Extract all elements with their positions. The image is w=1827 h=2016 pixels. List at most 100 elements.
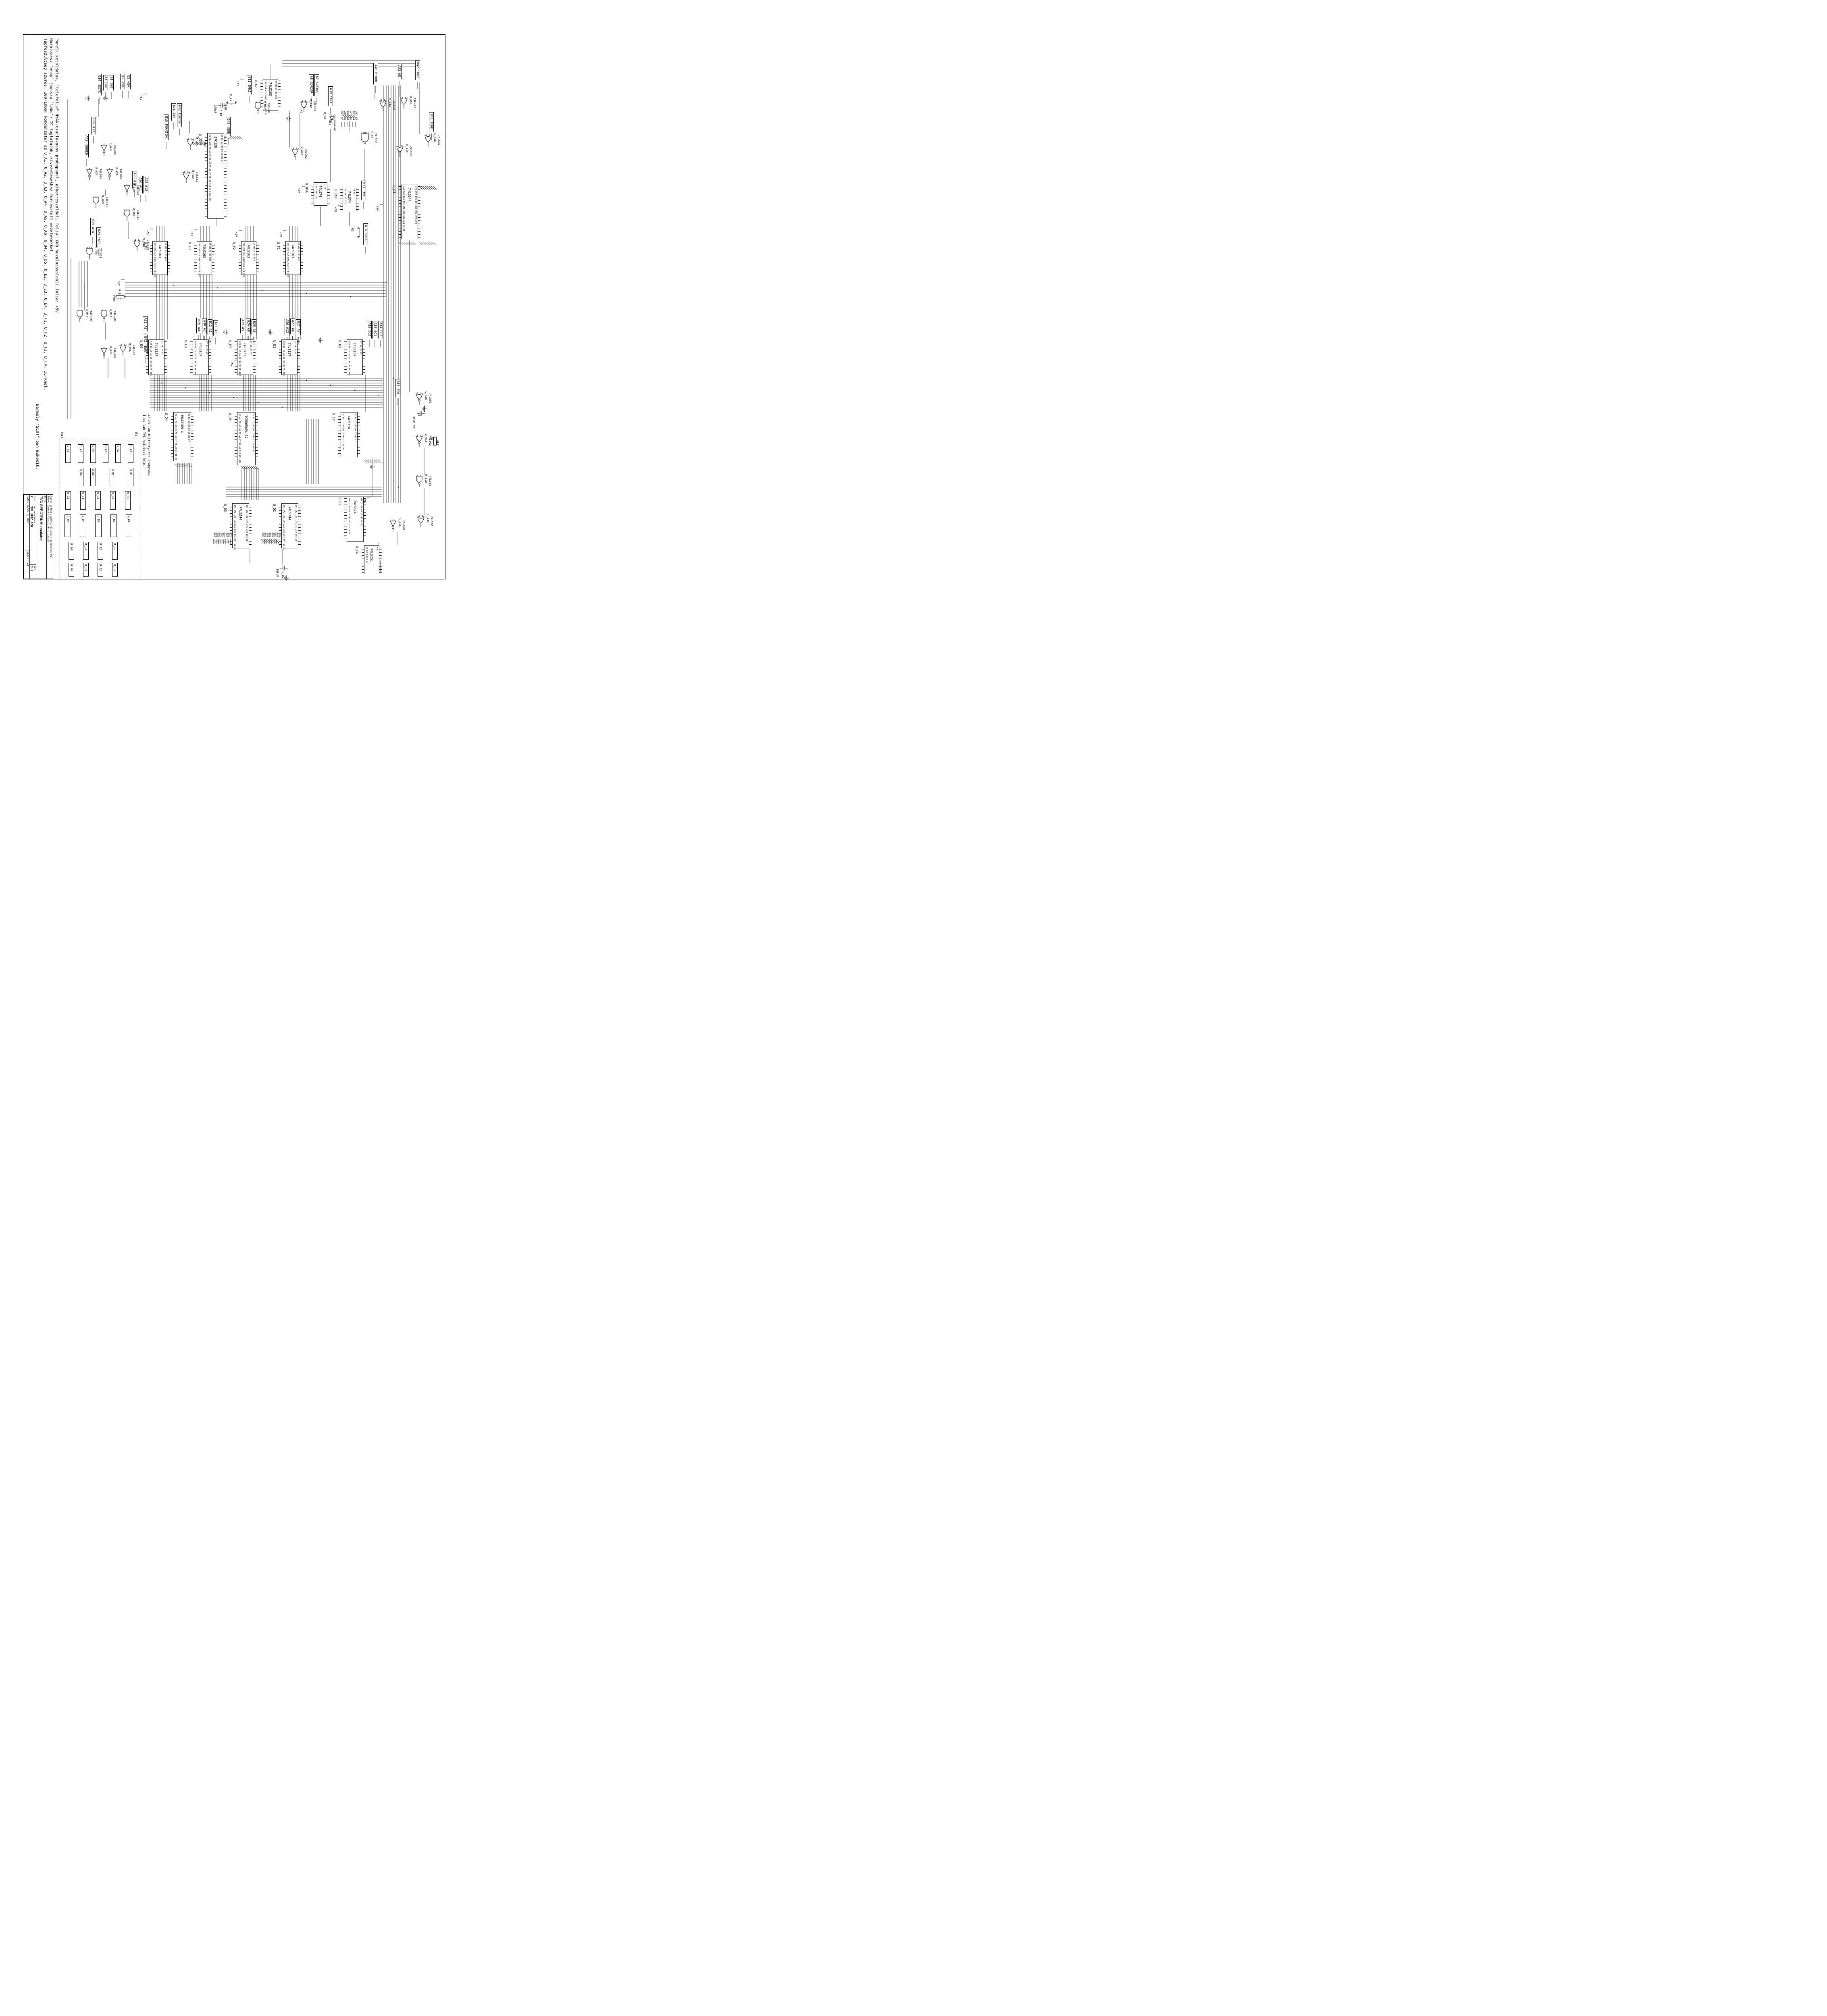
power-5v-label: +5V xyxy=(117,281,121,286)
gate-u-a6c xyxy=(122,209,132,223)
board-ic-u-b2 xyxy=(110,468,115,486)
title-block: Rajz: Csontos Andras Ellenor: Sebestyen … xyxy=(23,494,53,579)
power-5v-label: +5V xyxy=(279,232,282,237)
stack-label-bd7: !BD7 xyxy=(278,531,281,537)
gate-ref-u-a5d: U_A5D xyxy=(191,170,195,179)
flag-label: A38 !INT xyxy=(329,88,333,104)
ic-pin-ticks-left xyxy=(344,341,347,373)
ic-ref-u-e4: U_E4 xyxy=(139,340,143,348)
flag-label: B28 A6 xyxy=(252,321,256,333)
board-ic-u-a2 xyxy=(115,444,121,463)
power-5v-label: +5V xyxy=(203,142,206,147)
flag-a42-brfsh: A42 !BRFSH xyxy=(177,103,182,129)
label-c-b1: C_B1 xyxy=(219,110,222,117)
capacitor-c1 xyxy=(417,410,425,417)
board-ic-label-u-f1: U_F1 xyxy=(113,564,117,571)
gate-ref-u-a3d: U_A3D xyxy=(132,183,135,192)
board-ic-u-e1 xyxy=(112,542,118,560)
gate-ref-u-a4b: U_A4B xyxy=(142,238,146,247)
nor-gate-icon xyxy=(416,435,423,447)
resistor-r-b1-1 xyxy=(114,293,126,300)
board-ic-label-u-f4: U_F4 xyxy=(70,564,73,571)
flag-label: A14 EC2 xyxy=(379,323,383,336)
flag-label: B11 6MHZ xyxy=(248,77,251,92)
gate-u-a1b xyxy=(414,435,424,448)
board-ic-label-u-e3: U_E3 xyxy=(84,543,87,550)
ic-part-u-f1: 74LS163 xyxy=(291,244,295,258)
label-30uf-6v: 30uF 6V xyxy=(412,416,415,428)
gate-ref-u-b1a: U_B1A xyxy=(109,309,112,318)
gnd-icon xyxy=(85,95,90,103)
ic-pin-ticks-left xyxy=(344,498,347,540)
flag-a16-sound: A16 SOUND xyxy=(363,223,368,247)
ic-pin-ticks-left xyxy=(146,341,148,373)
flag-b11-6mhz: B11 6MHZ xyxy=(247,75,252,97)
flag-b29-a4: B29 A4 xyxy=(196,318,201,335)
flag-label: B43 !BRD xyxy=(430,114,433,129)
flag-b25-a14: B25 A14 xyxy=(90,218,95,237)
ic-u-f3 xyxy=(197,241,212,275)
ic-u-d1 xyxy=(207,133,224,219)
ic-pin-ticks-right xyxy=(209,341,211,373)
ic-pin-ticks-right xyxy=(356,190,359,210)
resistor-r1-icon xyxy=(433,435,437,447)
inv-gate-icon xyxy=(390,519,396,531)
board-ic-u-e4 xyxy=(69,542,74,560)
board-ic-label-u-f2: U_F2 xyxy=(99,564,102,571)
tb-rev-cell: REV 2.1 xyxy=(30,565,36,579)
board-ic-label-u-d1: U_D1 xyxy=(127,516,131,523)
ic-pins-left-u-d3: 1A1 1A2 1A3 1A4 2A1 2A2 2A3 2A4 1G 2G xyxy=(233,505,236,550)
gnd-icon xyxy=(318,337,323,345)
ic-pins-left-u-e3: A/B 1A 1B 2A 2B 3A 3B 4A 4B G xyxy=(194,341,196,377)
power-5v-label: +5V xyxy=(298,188,301,193)
flag-label: B14 !EXTC xyxy=(98,75,101,93)
inv-gate-icon xyxy=(106,168,113,180)
ic-pins-left-u-e4: A/B 1A 1B 2A 2B 3A 3B 4A 4B G xyxy=(150,341,152,377)
gate-part-u-a6c: 74LS11 xyxy=(136,210,139,220)
ic-pins-left-u-a2: ENP ENT CLK LOAD CLR A B C D xyxy=(264,81,266,115)
gate-part-u-a3b: 74LS04 xyxy=(119,169,122,179)
stack-label-b31-a4: B31 A4 xyxy=(352,111,355,120)
gate-u-a3b xyxy=(105,168,114,181)
flag-label: A26 A12 xyxy=(285,319,289,333)
ic-u-d4 xyxy=(173,412,191,461)
gate-part-u-b1b: 74LS38 xyxy=(429,476,432,486)
flag-label: B29 A4 xyxy=(197,319,201,331)
ic-pin-ticks-right xyxy=(253,341,256,373)
ic-pin-ticks-left xyxy=(230,505,232,547)
capacitor-c1-icon xyxy=(417,411,425,416)
ic-part-u-f2: 74LS163 xyxy=(247,244,250,258)
ic-ref-u-f1: U_F1 xyxy=(277,242,280,250)
ic-ref-u-b4b: U_B4B xyxy=(334,189,337,199)
flag-b28-a6: B28 A6 xyxy=(252,319,256,337)
ic-pins-left-u-d1: CE OE VPP A0 A1 A2 A3 A4 A5 A6 A7 A8 A9 … xyxy=(208,135,211,202)
board-ic-label-u-c2: U_C2 xyxy=(111,492,114,499)
flag-a30-a2: A30 A2 xyxy=(202,319,207,336)
flag-label: B21 !BM1 xyxy=(362,182,366,198)
board-ic-label-u-d2: U_D2 xyxy=(112,516,115,523)
ic-pins-right-u-d1: D0 D1 D2 D3 D4 D5 D6 D7 xyxy=(221,135,223,163)
or-gate-icon xyxy=(119,344,127,356)
ic-pins-left-u-c1: 1A1 1A2 1A3 1A4 2A1 2A2 2A3 2A4 1G 2G xyxy=(402,186,405,231)
board-ic-label-u-d3: U_D3 xyxy=(97,516,100,523)
gate-part-u-b1d: 74LS38 xyxy=(267,102,271,113)
note-slot: Barmely "SLOT"-ban mukodik. xyxy=(35,404,40,470)
nor-gate-icon xyxy=(416,392,423,404)
gnd-icon xyxy=(268,329,273,335)
ic-part-u-e4: 74LS157 xyxy=(154,343,158,356)
stack-label-a33-a5: A33 A5 xyxy=(349,111,352,120)
gate-u-a1d xyxy=(414,392,424,406)
power-5v-label: +5V xyxy=(230,361,233,367)
flag-label: B27 A7 xyxy=(297,321,300,333)
board-ic-u-d3 xyxy=(95,514,102,537)
gate-u-a4b xyxy=(132,239,142,253)
ic-pin-ticks-left xyxy=(239,243,241,273)
ic-pins-left-u-e1: A/B 1A 1B 2A 2B 3A 3B 4A 4B G xyxy=(283,341,285,377)
ic-ref-u-b4a: U_B4A xyxy=(305,183,308,193)
flag-label: A40 B!ORQ xyxy=(374,65,378,82)
ic-pins-right-u-e2: 1Y 2Y 3Y 4Y xyxy=(250,341,252,355)
ic-pins-right-u-c2: Q0 Q1 Q2 Q3 Q4 Q5 Q6 Q7 xyxy=(354,414,356,442)
tb-sheet: 1 of xyxy=(26,560,29,566)
gate-ref-u-a3e: U_A3E xyxy=(398,519,402,527)
gate-ref-u-a1b: U_A1B xyxy=(424,434,428,443)
